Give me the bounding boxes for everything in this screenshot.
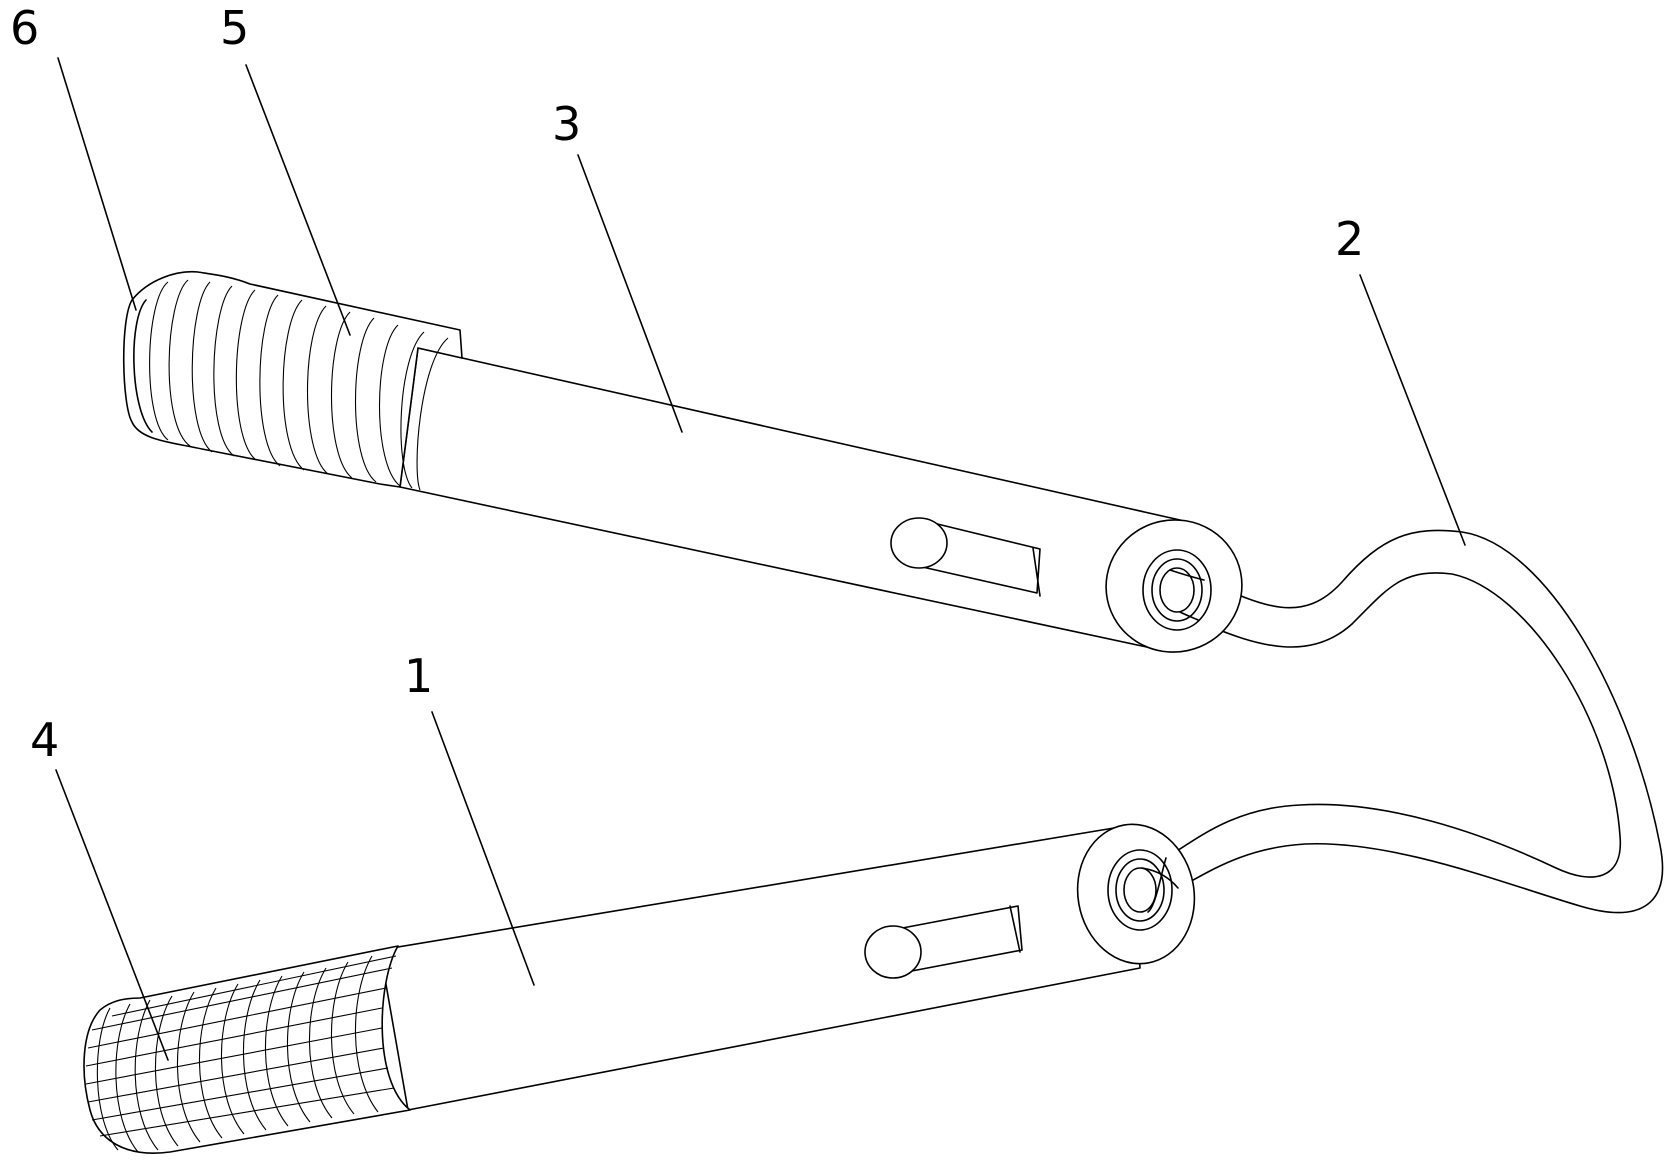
- label-3: 3: [552, 97, 581, 151]
- leader-line-2: [1359, 274, 1466, 546]
- upper-threaded-grip: [122, 270, 463, 491]
- upper-handle: [122, 270, 1243, 653]
- lower-slot: [864, 905, 1023, 979]
- lower-knurled-grip: [83, 945, 411, 1154]
- label-1: 1: [404, 649, 433, 703]
- leader-line-4: [55, 769, 169, 1061]
- leader-lines: [55, 57, 1466, 1061]
- connecting-cable: [1165, 529, 1664, 914]
- leader-line-6: [57, 57, 137, 311]
- lower-end-collar: [1076, 823, 1196, 965]
- leader-line-1: [431, 711, 535, 986]
- reference-numerals: 6 5 3 2 1 4: [10, 1, 1364, 767]
- upper-slot: [890, 517, 1041, 597]
- label-2: 2: [1335, 212, 1364, 266]
- label-5: 5: [220, 1, 249, 55]
- leader-line-3: [577, 154, 683, 433]
- lower-handle: [83, 823, 1196, 1154]
- label-6: 6: [10, 1, 39, 55]
- leader-line-5: [245, 64, 351, 336]
- label-4: 4: [30, 713, 59, 767]
- upper-end-collar: [1105, 519, 1243, 653]
